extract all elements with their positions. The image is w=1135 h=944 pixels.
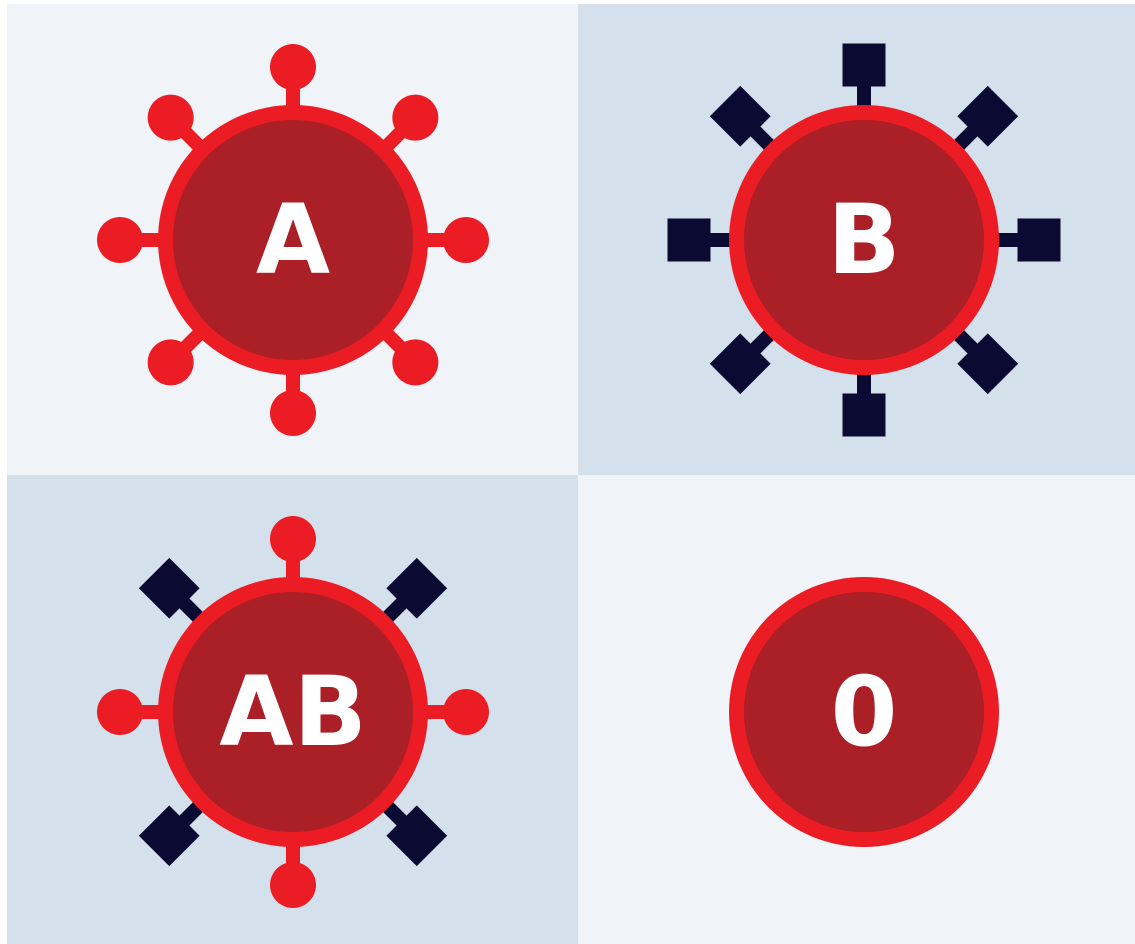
cell-a-antigens xyxy=(97,44,489,436)
cell-ab-body xyxy=(173,592,413,832)
antigen-b-icon xyxy=(1017,218,1061,262)
panel-o: 0 xyxy=(729,577,999,847)
antigen-a-icon xyxy=(392,94,439,141)
antigen-a-icon xyxy=(270,390,316,436)
antigen-a-icon xyxy=(270,44,316,90)
antigen-b-icon xyxy=(386,805,448,867)
panel-ab: AB xyxy=(97,516,489,908)
cell-o-label: 0 xyxy=(831,656,898,768)
antigen-b-icon xyxy=(842,43,886,87)
antigen-a-icon xyxy=(270,862,316,908)
cell-a-body xyxy=(173,120,413,360)
cell-a-label: A xyxy=(256,184,330,296)
antigen-a-icon xyxy=(147,94,194,141)
cell-b-label: B xyxy=(827,184,900,296)
antigen-b-icon xyxy=(709,333,771,395)
panel-b: B xyxy=(667,43,1061,437)
antigen-b-icon xyxy=(386,557,448,619)
panel-a: A xyxy=(97,44,489,436)
antigen-a-icon xyxy=(147,339,194,386)
cell-ab-label: AB xyxy=(219,656,366,768)
antigen-a-icon xyxy=(270,516,316,562)
antigen-a-icon xyxy=(392,339,439,386)
antigen-a-icon xyxy=(443,217,489,263)
antigen-b-icon xyxy=(957,333,1019,395)
antigen-b-icon xyxy=(842,393,886,437)
antigen-a-icon xyxy=(443,689,489,735)
antigen-a-icon xyxy=(97,689,143,735)
antigen-b-icon xyxy=(667,218,711,262)
antigen-a-icon xyxy=(97,217,143,263)
cell-o-body xyxy=(744,592,984,832)
cell-b-body xyxy=(744,120,984,360)
